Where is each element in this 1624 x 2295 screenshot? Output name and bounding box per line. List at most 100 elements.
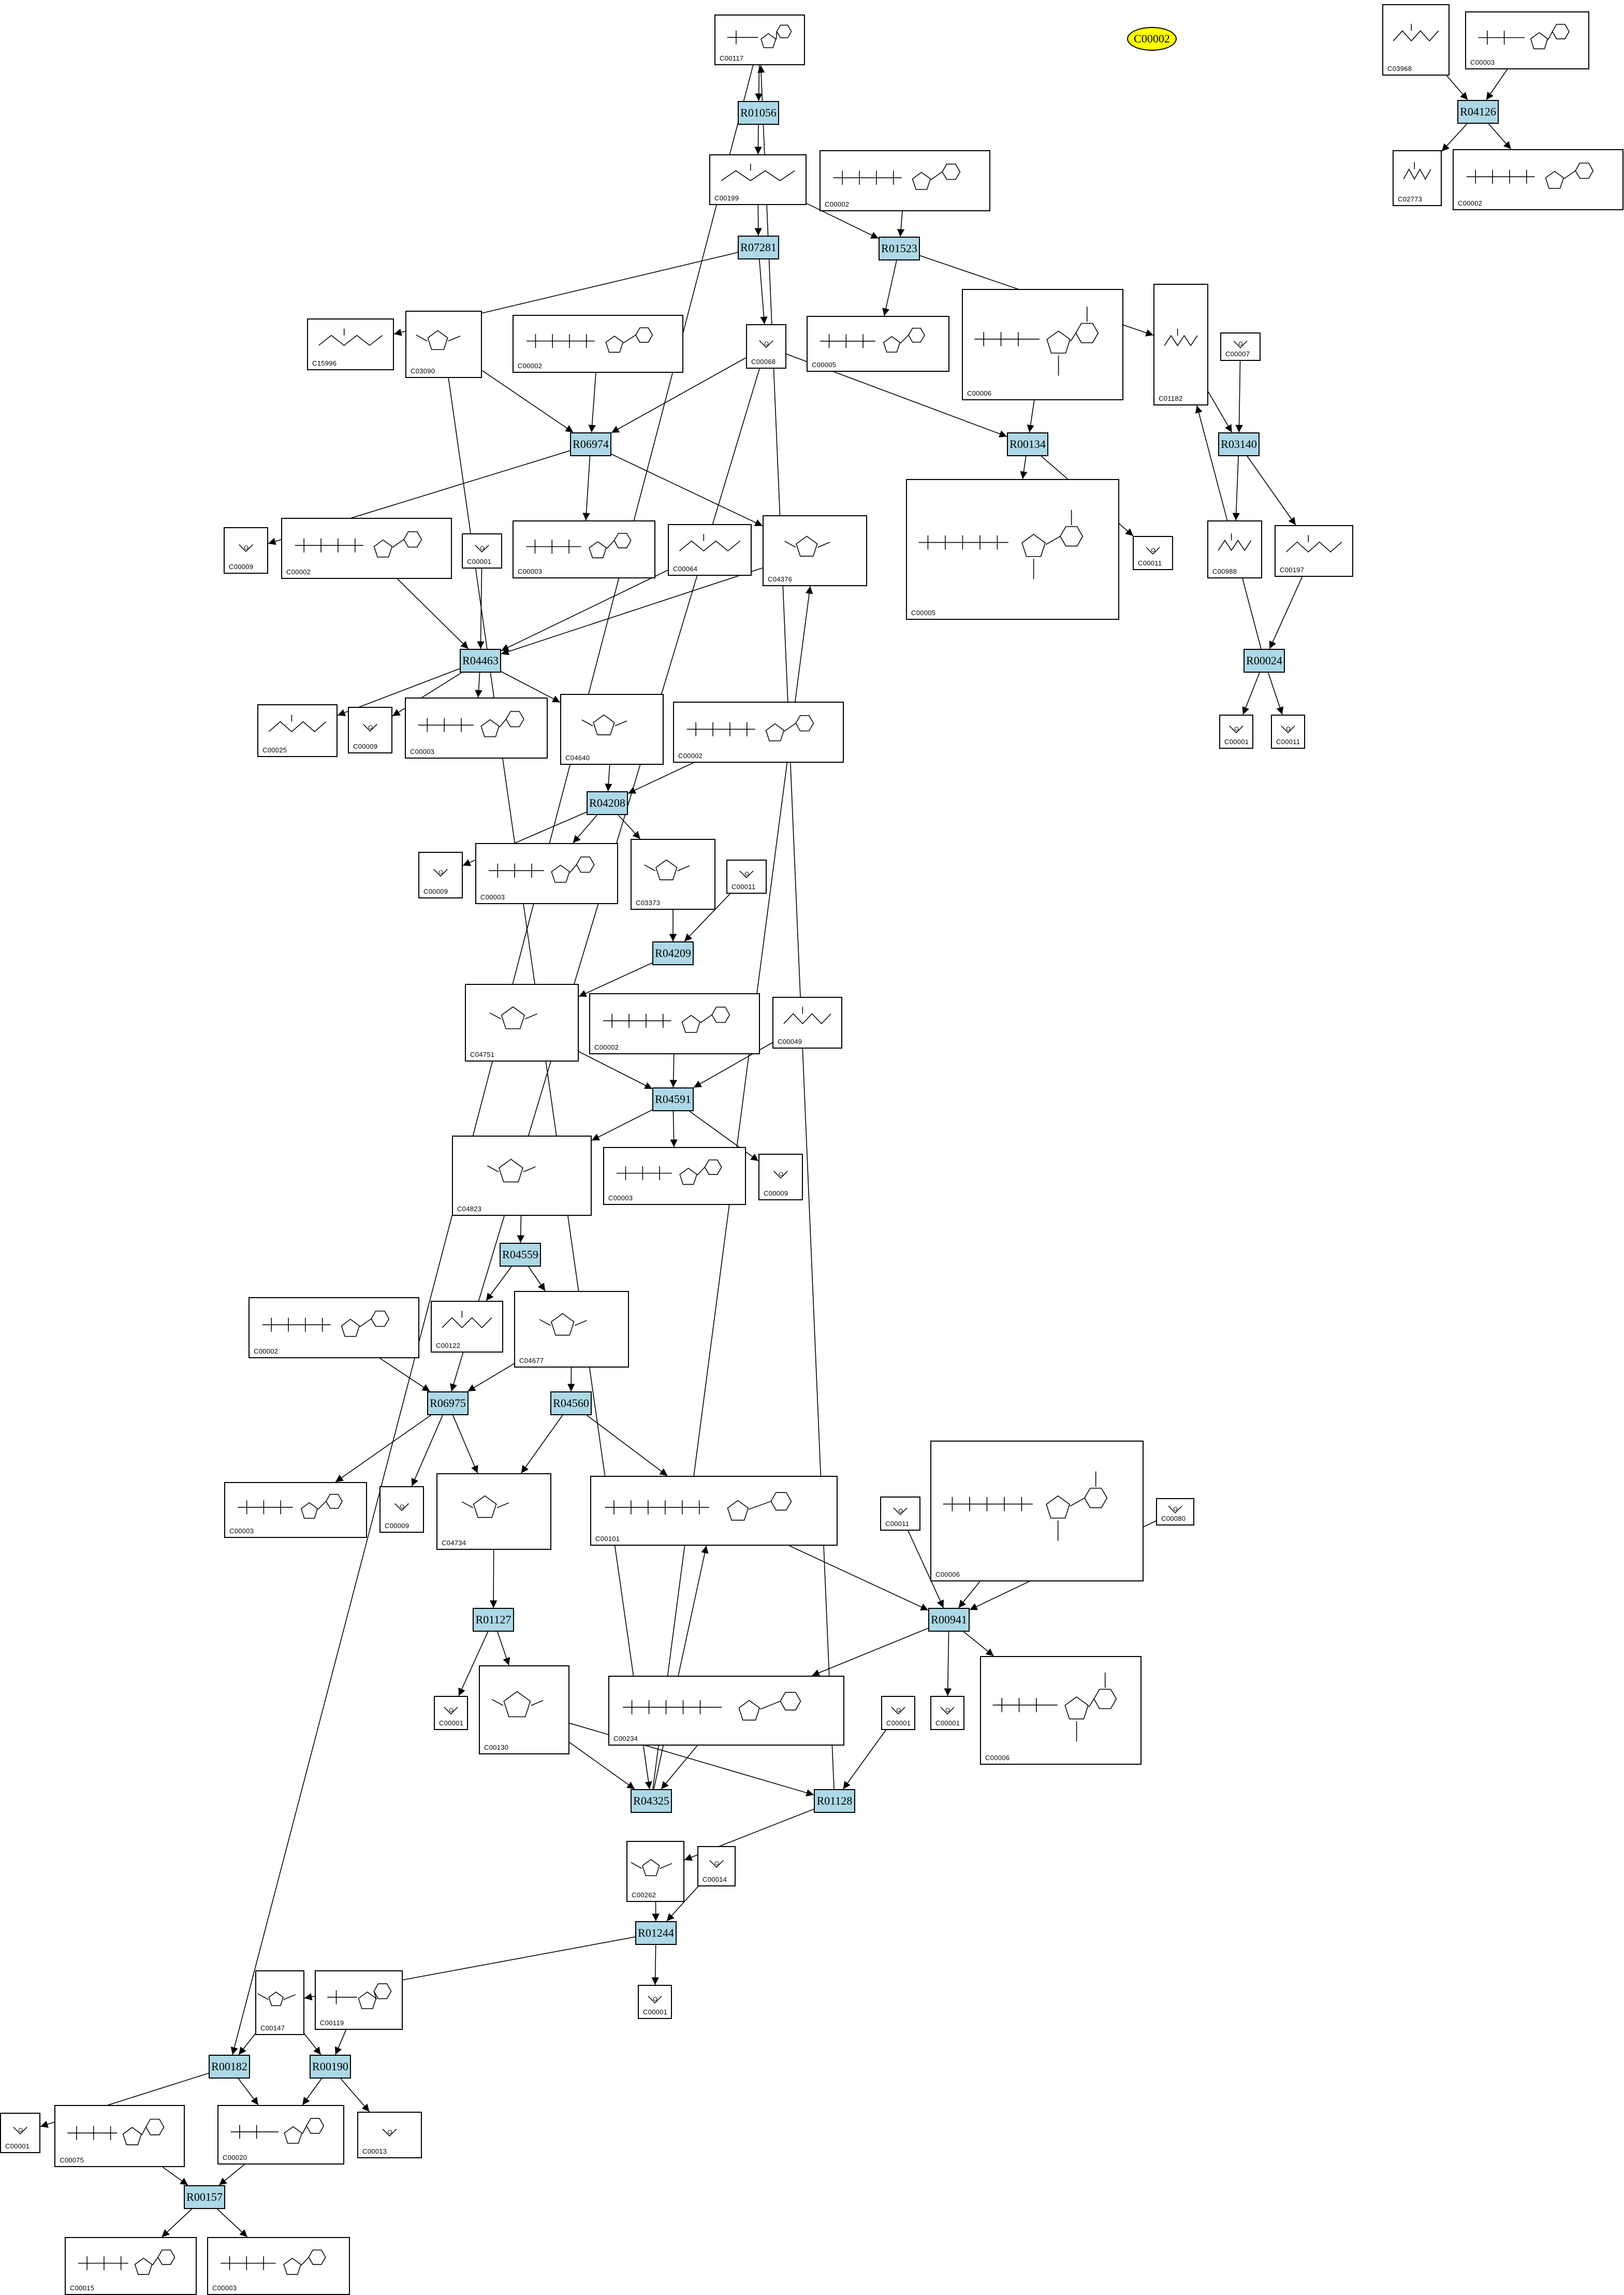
compound-node[interactable]: C00197 bbox=[1275, 525, 1353, 577]
compound-node[interactable]: C00147 bbox=[255, 1970, 304, 2035]
reaction-node[interactable]: R01523 bbox=[879, 237, 920, 260]
reaction-node[interactable]: R01244 bbox=[635, 1921, 677, 1945]
compound-node[interactable]: C00199 bbox=[709, 154, 807, 205]
structure-drawing: O bbox=[1168, 1505, 1182, 1514]
compound-node[interactable]: C04376 bbox=[763, 515, 867, 586]
reaction-node[interactable]: R04208 bbox=[587, 791, 628, 815]
reaction-node[interactable]: R04209 bbox=[652, 941, 694, 965]
reaction-node[interactable]: R04463 bbox=[460, 649, 501, 673]
compound-node[interactable]: C00262 bbox=[626, 1841, 684, 1902]
reaction-node[interactable]: R06975 bbox=[427, 1391, 469, 1415]
compound-node[interactable]: C03090 bbox=[405, 311, 482, 378]
compound-node[interactable]: C00049 bbox=[772, 997, 842, 1049]
compound-node[interactable]: C00006 bbox=[930, 1441, 1144, 1581]
reaction-node[interactable]: R04126 bbox=[1457, 100, 1499, 124]
compound-node[interactable]: C01182 bbox=[1153, 284, 1208, 405]
compound-node[interactable]: C00003 bbox=[513, 520, 655, 578]
pathway-edge bbox=[958, 1581, 981, 1608]
compound-node[interactable]: C00002 bbox=[820, 150, 990, 211]
compound-node[interactable]: C00119 bbox=[315, 1970, 403, 2030]
highlight-compound-node[interactable]: C00002 bbox=[1127, 27, 1177, 51]
reaction-node[interactable]: R04591 bbox=[652, 1087, 694, 1111]
compound-node[interactable]: C00003 bbox=[475, 843, 618, 904]
compound-node[interactable]: C02773 bbox=[1393, 150, 1442, 206]
reaction-node[interactable]: R00941 bbox=[928, 1608, 970, 1632]
compound-node[interactable]: C00002 bbox=[513, 315, 683, 373]
compound-node[interactable]: C04677 bbox=[514, 1291, 629, 1368]
compound-id-label: C00003 bbox=[229, 1527, 254, 1535]
reaction-node[interactable]: R07281 bbox=[738, 236, 779, 259]
compound-node[interactable]: C00003 bbox=[207, 2237, 350, 2295]
compound-node[interactable]: C00002 bbox=[281, 518, 452, 579]
compound-node[interactable]: C00020 bbox=[217, 2105, 344, 2165]
reaction-node[interactable]: R06974 bbox=[570, 432, 611, 456]
compound-node[interactable]: C00130 bbox=[479, 1665, 569, 1754]
reaction-node[interactable]: R01056 bbox=[738, 101, 779, 125]
reaction-node[interactable]: R03140 bbox=[1218, 432, 1260, 456]
reaction-node[interactable]: R01128 bbox=[814, 1789, 855, 1813]
compound-node[interactable]: C00002 bbox=[1453, 149, 1623, 210]
compound-node[interactable]: C00006 bbox=[980, 1656, 1142, 1765]
compound-node[interactable]: C00003 bbox=[603, 1147, 746, 1205]
reaction-node[interactable]: R00024 bbox=[1243, 649, 1285, 673]
compound-id-label: C00001 bbox=[886, 1719, 911, 1727]
compound-node[interactable]: C00234 bbox=[608, 1676, 844, 1746]
compound-node[interactable]: C00025 bbox=[257, 704, 338, 757]
compound-node[interactable]: C00002 bbox=[673, 702, 844, 763]
structure-drawing bbox=[257, 1992, 296, 2007]
compound-node[interactable]: C00117 bbox=[714, 14, 805, 65]
compound-node[interactable]: C04734 bbox=[436, 1473, 551, 1550]
compound-node[interactable]: C00005 bbox=[807, 316, 949, 372]
compound-node[interactable]: C03968 bbox=[1382, 4, 1450, 76]
compound-node[interactable]: C00988 bbox=[1207, 520, 1262, 578]
compound-node[interactable]: C04751 bbox=[465, 984, 579, 1062]
compound-node[interactable]: C04823 bbox=[452, 1136, 592, 1216]
compound-node[interactable]: C00005 bbox=[906, 479, 1119, 620]
compound-id-label: C00009 bbox=[423, 888, 448, 895]
compound-node[interactable]: C00003 bbox=[1465, 11, 1589, 69]
compound-node[interactable]: C00002 bbox=[248, 1297, 419, 1358]
reaction-node[interactable]: R04559 bbox=[500, 1243, 541, 1267]
compound-node[interactable]: C03373 bbox=[631, 839, 715, 910]
compound-node[interactable]: C00101 bbox=[590, 1476, 838, 1546]
compound-node[interactable]: C00015 bbox=[65, 2237, 197, 2295]
reaction-node[interactable]: R00157 bbox=[184, 2185, 225, 2209]
compound-node[interactable]: C00064 bbox=[668, 524, 752, 576]
reaction-node[interactable]: R04325 bbox=[631, 1789, 672, 1813]
compound-node[interactable]: C00006 bbox=[962, 289, 1123, 400]
pathway-edge bbox=[521, 1415, 563, 1474]
reaction-node[interactable]: R00182 bbox=[209, 2055, 250, 2079]
compound-node[interactable]: C04640 bbox=[560, 694, 664, 765]
compound-node[interactable]: C00122 bbox=[431, 1301, 503, 1353]
compound-node[interactable]: C15996 bbox=[307, 318, 394, 370]
compound-node[interactable]: C00075 bbox=[54, 2105, 185, 2167]
reaction-node[interactable]: R00190 bbox=[310, 2055, 351, 2079]
reaction-node[interactable]: R04560 bbox=[550, 1391, 592, 1415]
compound-node[interactable]: C00003 bbox=[405, 698, 548, 759]
reaction-node[interactable]: R00134 bbox=[1007, 432, 1048, 456]
compound-node[interactable]: C00002 bbox=[589, 993, 760, 1054]
reaction-node[interactable]: R01127 bbox=[473, 1608, 514, 1632]
compound-node[interactable]: C00003 bbox=[224, 1482, 367, 1538]
